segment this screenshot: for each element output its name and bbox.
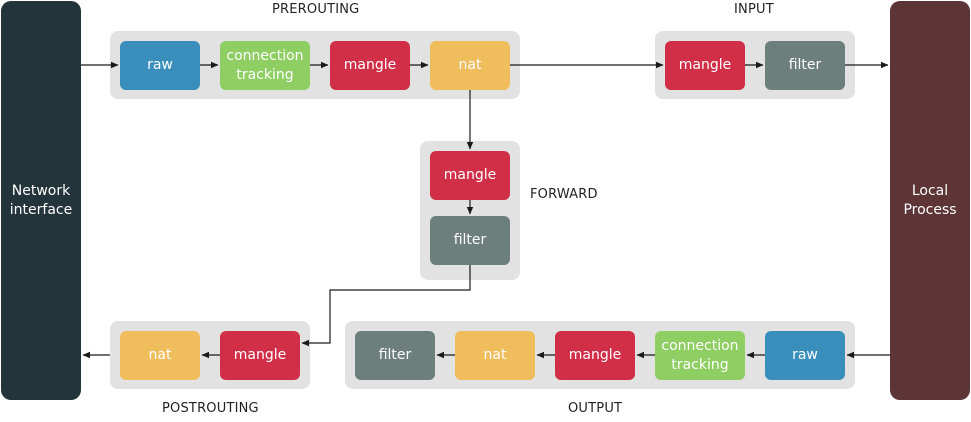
input-filter-table: filter (765, 41, 845, 90)
prerouting-mangle-table: mangle (330, 41, 410, 90)
postrouting-chain-label: POSTROUTING (162, 401, 259, 416)
arrow-forward-filter-to-postrouting-mangle (301, 265, 471, 347)
postrouting-mangle-table: mangle (220, 331, 300, 380)
prerouting-raw-table: raw (120, 41, 200, 90)
output-filter-table: filter (355, 331, 435, 380)
forward-mangle-table: mangle (430, 151, 510, 200)
prerouting-connection-tracking-table: connection tracking (220, 41, 310, 90)
output-connection-tracking-table: connection tracking (655, 331, 745, 380)
postrouting-nat-table: nat (120, 331, 200, 380)
forward-chain-label: FORWARD (530, 187, 598, 202)
output-mangle-table: mangle (555, 331, 635, 380)
input-chain-label: INPUT (734, 2, 774, 17)
output-raw-table: raw (765, 331, 845, 380)
forward-filter-table: filter (430, 216, 510, 265)
output-chain-label: OUTPUT (568, 401, 623, 416)
network-interface-label: Network interface (9, 182, 73, 218)
network-interface-node: Network interface (1, 1, 81, 400)
input-mangle-table: mangle (665, 41, 745, 90)
prerouting-nat-table: nat (430, 41, 510, 90)
prerouting-chain-label: PREROUTING (272, 2, 360, 17)
output-nat-table: nat (455, 331, 535, 380)
local-process-node: Local Process (890, 1, 970, 400)
local-process-label: Local Process (903, 182, 957, 218)
